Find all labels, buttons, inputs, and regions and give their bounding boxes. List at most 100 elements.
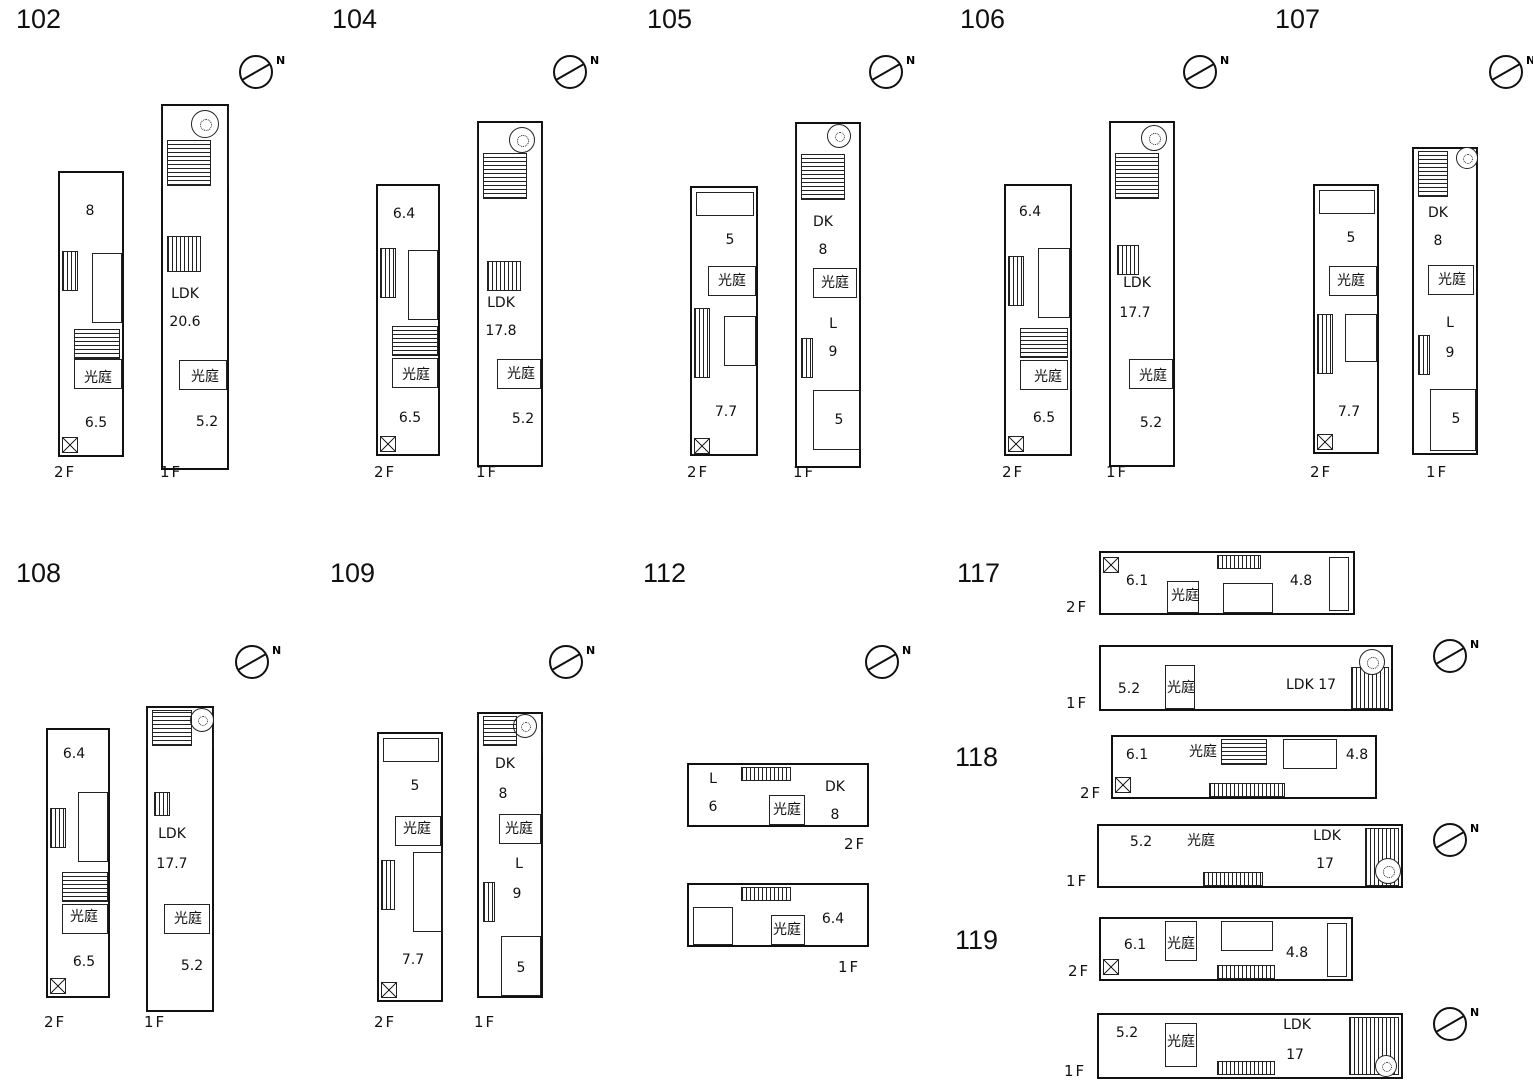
unit-number: 105 xyxy=(647,4,693,34)
room-label: 8 xyxy=(498,786,508,802)
room xyxy=(813,390,861,450)
room-label: 光庭 xyxy=(1337,273,1365,289)
light-court xyxy=(164,904,210,934)
floor-label: 2F xyxy=(1068,962,1091,980)
floor-plan-2f: 6.4 光庭 6.5 xyxy=(1004,184,1072,456)
room-label: 6.1 xyxy=(1125,573,1149,589)
room-label: 6.1 xyxy=(1123,937,1147,953)
staircase xyxy=(487,261,521,291)
room-label: 光庭 xyxy=(403,821,431,837)
floor-plan-1f: LDK 17.7 光庭 5.2 xyxy=(146,706,214,1012)
room-label: 17 xyxy=(1286,1047,1304,1063)
light-court xyxy=(1165,1023,1197,1067)
room-label: 20.6 xyxy=(169,314,201,330)
floor-plan-2f: 5 光庭 7.7 xyxy=(690,186,758,456)
floor-plan-1f: DK 8 光庭 L 9 5 xyxy=(1412,147,1478,455)
room xyxy=(501,936,541,996)
floor-plan-2f: 6.1 光庭 4.8 xyxy=(1099,551,1355,615)
floor-label: 1F xyxy=(476,463,499,481)
room-label: 6.4 xyxy=(1018,204,1042,220)
room-label: 5 xyxy=(1346,230,1356,246)
room-label: 5 xyxy=(834,412,844,428)
staircase xyxy=(1117,245,1139,275)
hedge xyxy=(1109,123,1175,199)
floor-label: 2F xyxy=(44,1013,67,1031)
unit-number: 108 xyxy=(16,558,62,588)
floor-label: 1F xyxy=(144,1013,167,1031)
deck xyxy=(483,153,527,199)
room-label: 9 xyxy=(828,344,838,360)
unit-number: 118 xyxy=(955,742,999,772)
closet xyxy=(1317,434,1333,450)
north-arrow-icon: N xyxy=(1489,54,1533,89)
room-label: 光庭 xyxy=(773,802,801,818)
floor-plan-2f: 5 光庭 7.7 xyxy=(1313,184,1379,454)
room-label: 17.7 xyxy=(1119,305,1151,321)
light-court xyxy=(769,795,805,825)
room-label: 8 xyxy=(830,807,840,823)
unit-number: 109 xyxy=(330,558,376,588)
north-arrow-icon: N xyxy=(869,54,915,89)
room-label: 光庭 xyxy=(1187,833,1215,849)
closet xyxy=(380,436,396,452)
room-label: 17 xyxy=(1316,856,1334,872)
floor-label: 2F xyxy=(54,463,77,481)
floor-label: 1F xyxy=(160,463,183,481)
floor-plan-1f: 光庭 6.4 xyxy=(687,883,869,947)
floor-plan-1f: 5.2 光庭 LDK 17 xyxy=(1097,824,1403,888)
tree-icon xyxy=(1456,147,1478,169)
floor-plan-1f: LDK 20.6 光庭 5.2 xyxy=(161,104,229,470)
staircase xyxy=(381,860,395,910)
north-arrow-icon: N xyxy=(1183,54,1229,89)
room-label: 6.5 xyxy=(72,954,96,970)
bath-room xyxy=(693,907,733,945)
room-label: 光庭 xyxy=(1139,368,1167,384)
north-arrow-icon: N xyxy=(235,644,281,679)
light-well-grating xyxy=(1020,328,1068,358)
room-label: 光庭 xyxy=(1171,588,1199,604)
light-court xyxy=(395,816,441,846)
deck xyxy=(152,710,192,746)
room-label: LDK xyxy=(158,826,186,842)
floor-label: 1F xyxy=(1106,463,1129,481)
floor-label: 1F xyxy=(1066,694,1089,712)
light-court xyxy=(1165,921,1197,961)
room-label: 5.2 xyxy=(1129,834,1153,850)
light-court xyxy=(1167,581,1199,613)
room-label: LDK xyxy=(487,295,515,311)
room-label: 6.5 xyxy=(84,415,108,431)
bath-room xyxy=(408,250,438,320)
room-label: 4.8 xyxy=(1285,945,1309,961)
balcony xyxy=(1329,557,1349,611)
light-court xyxy=(708,266,756,296)
north-letter: N xyxy=(1526,54,1533,67)
floor-label: 1F xyxy=(793,463,816,481)
floor-plan-2f: L 6 光庭 DK 8 xyxy=(687,763,869,827)
tree-icon xyxy=(827,124,851,148)
room-label: LDK xyxy=(1283,1017,1311,1033)
deck xyxy=(801,154,845,200)
staircase xyxy=(62,251,78,291)
room-label: 6.5 xyxy=(1032,410,1056,426)
light-court xyxy=(813,268,857,298)
deck xyxy=(1418,151,1448,197)
floor-label: 2F xyxy=(1310,463,1333,481)
room-label: 光庭 xyxy=(773,922,801,938)
light-well-grating xyxy=(62,872,108,902)
north-letter: N xyxy=(276,54,285,67)
light-court xyxy=(1428,265,1474,295)
room-label: 5.2 xyxy=(195,414,219,430)
room-label: 光庭 xyxy=(718,273,746,289)
staircase xyxy=(694,308,710,378)
room-label: 光庭 xyxy=(505,821,533,837)
staircase xyxy=(801,338,813,378)
unit-number: 107 xyxy=(1275,4,1321,34)
floor-label: 2F xyxy=(687,463,710,481)
unit-number: 106 xyxy=(960,4,1006,34)
staircase xyxy=(1008,256,1024,306)
room-label: DK xyxy=(1428,205,1448,221)
bath-room xyxy=(1223,583,1273,613)
tree-icon xyxy=(1375,1055,1397,1077)
unit-number: 104 xyxy=(332,4,378,34)
floor-plan-1f: 5.2 光庭 LDK 17 xyxy=(1099,645,1393,711)
